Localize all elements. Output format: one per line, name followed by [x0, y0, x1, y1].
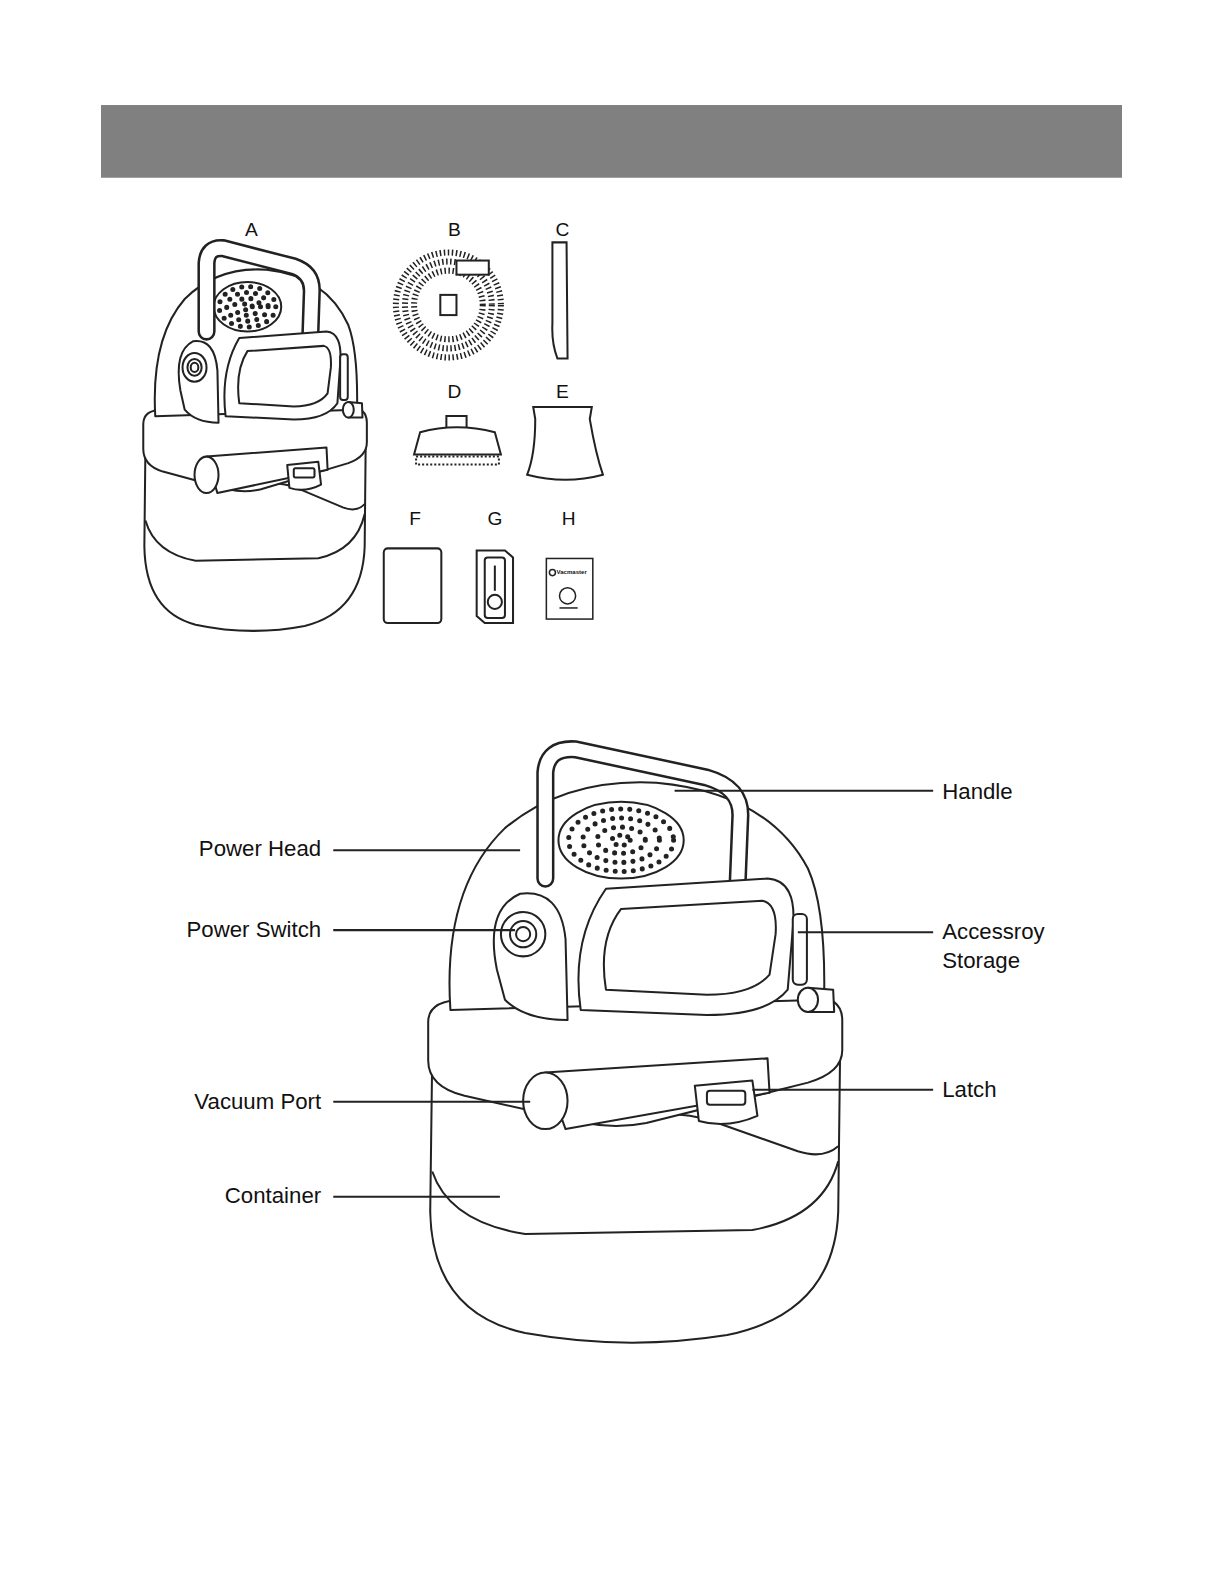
callout-label: Power Switch — [187, 914, 322, 943]
crevice-tool — [552, 242, 567, 358]
drawing-circle — [549, 570, 555, 576]
filter-bag — [527, 407, 603, 480]
part-letter: B — [448, 219, 461, 241]
foam-filter — [384, 548, 442, 623]
callout-label: Vacuum Port — [194, 1086, 321, 1115]
part-letter: A — [245, 219, 258, 241]
drawing-rect — [546, 558, 592, 619]
drawing-path — [414, 427, 501, 454]
header-bar — [101, 105, 1122, 178]
manual-booklet — [546, 558, 592, 619]
drawing-circle — [414, 271, 483, 340]
drawing-path — [416, 456, 499, 464]
callout-label: Accessroy Storage — [942, 916, 1073, 975]
hose — [396, 252, 501, 357]
part-letter: F — [409, 508, 421, 530]
drawing-line — [333, 929, 515, 931]
drawing-line — [333, 1196, 500, 1198]
drawing-line — [675, 790, 934, 792]
drawing-circle — [488, 595, 502, 609]
part-letter: H — [562, 508, 576, 530]
drawing-circle — [396, 252, 501, 357]
callout-label: Latch — [942, 1074, 996, 1103]
wall-bracket — [477, 550, 513, 623]
drawing-line — [333, 1101, 530, 1103]
vacuum-large — [428, 749, 842, 1342]
part-letter: D — [448, 381, 462, 403]
callout-label: Power Head — [199, 834, 321, 863]
callout-label: Container — [225, 1180, 321, 1209]
part-letter: C — [556, 219, 570, 241]
drawing-rect — [440, 295, 456, 315]
brand-mark: Vacmaster — [556, 568, 586, 575]
leader-lines — [333, 791, 933, 1197]
callout-label: Handle — [942, 776, 1012, 805]
drawing-path — [477, 550, 513, 623]
drawing-line — [798, 931, 933, 933]
drawing-path — [559, 607, 577, 609]
drawing-line — [333, 849, 520, 851]
drawing-circle — [559, 588, 575, 604]
brush-tool — [414, 416, 501, 464]
drawing-line — [494, 566, 496, 591]
part-letter: G — [487, 508, 502, 530]
drawing-rect — [485, 557, 505, 618]
part-letter: E — [556, 381, 569, 403]
vacuum-small — [143, 248, 367, 631]
drawing-rect — [456, 261, 488, 275]
drawing-line — [752, 1089, 933, 1091]
